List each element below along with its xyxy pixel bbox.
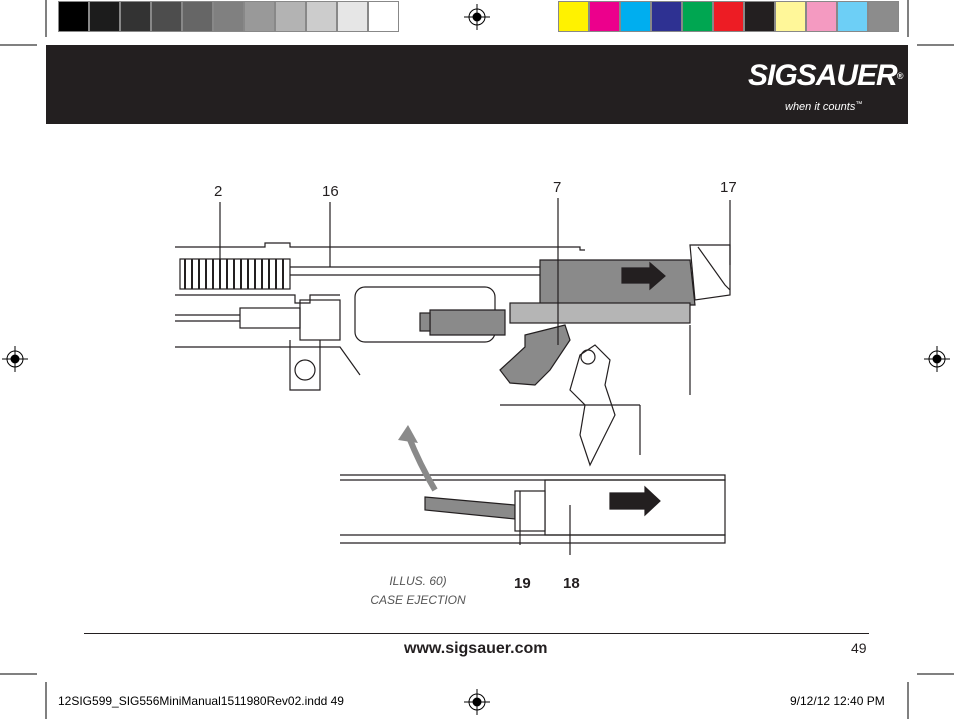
registration-mark-bottom bbox=[464, 689, 490, 715]
color-swatch-bar bbox=[558, 1, 899, 32]
callout-7: 7 bbox=[553, 179, 562, 196]
gray-swatch-8 bbox=[306, 1, 337, 32]
slug-filename: 12SIG599_SIG556MiniManual1511980Rev02.in… bbox=[58, 694, 344, 708]
grayscale-swatch-bar bbox=[58, 1, 399, 32]
gray-swatch-1 bbox=[89, 1, 120, 32]
logo-tagline: when it counts™ bbox=[785, 101, 863, 113]
registration-mark-left bbox=[2, 346, 28, 372]
gray-swatch-9 bbox=[337, 1, 368, 32]
website-url[interactable]: www.sigsauer.com bbox=[404, 640, 548, 657]
registration-mark-top bbox=[464, 4, 490, 30]
gray-swatch-3 bbox=[151, 1, 182, 32]
gray-swatch-4 bbox=[182, 1, 213, 32]
callout-18: 18 bbox=[563, 575, 580, 592]
gray-swatch-0 bbox=[58, 1, 89, 32]
header-band bbox=[46, 45, 908, 124]
callout-17: 17 bbox=[720, 179, 737, 196]
color-swatch-10 bbox=[868, 1, 899, 32]
color-swatch-3 bbox=[651, 1, 682, 32]
callout-16: 16 bbox=[322, 183, 339, 200]
gray-swatch-5 bbox=[213, 1, 244, 32]
gray-swatch-6 bbox=[244, 1, 275, 32]
color-swatch-1 bbox=[589, 1, 620, 32]
page-number: 49 bbox=[851, 640, 867, 656]
color-swatch-8 bbox=[806, 1, 837, 32]
color-swatch-7 bbox=[775, 1, 806, 32]
gray-swatch-2 bbox=[120, 1, 151, 32]
sigsauer-logo: SIGSAUER® bbox=[748, 59, 903, 92]
color-swatch-2 bbox=[620, 1, 651, 32]
footer-rule bbox=[84, 633, 869, 634]
color-swatch-0 bbox=[558, 1, 589, 32]
registration-mark-right bbox=[924, 346, 950, 372]
gray-swatch-7 bbox=[275, 1, 306, 32]
illustration-caption-number: ILLUS. 60) bbox=[389, 574, 447, 588]
color-swatch-9 bbox=[837, 1, 868, 32]
color-swatch-4 bbox=[682, 1, 713, 32]
callout-2: 2 bbox=[214, 183, 223, 200]
color-swatch-6 bbox=[744, 1, 775, 32]
illustration-caption-title: CASE EJECTION bbox=[370, 593, 466, 607]
gray-swatch-10 bbox=[368, 1, 399, 32]
case-ejection-illustration bbox=[175, 198, 731, 555]
color-swatch-5 bbox=[713, 1, 744, 32]
slug-datetime: 9/12/12 12:40 PM bbox=[790, 694, 885, 708]
callout-19: 19 bbox=[514, 575, 531, 592]
